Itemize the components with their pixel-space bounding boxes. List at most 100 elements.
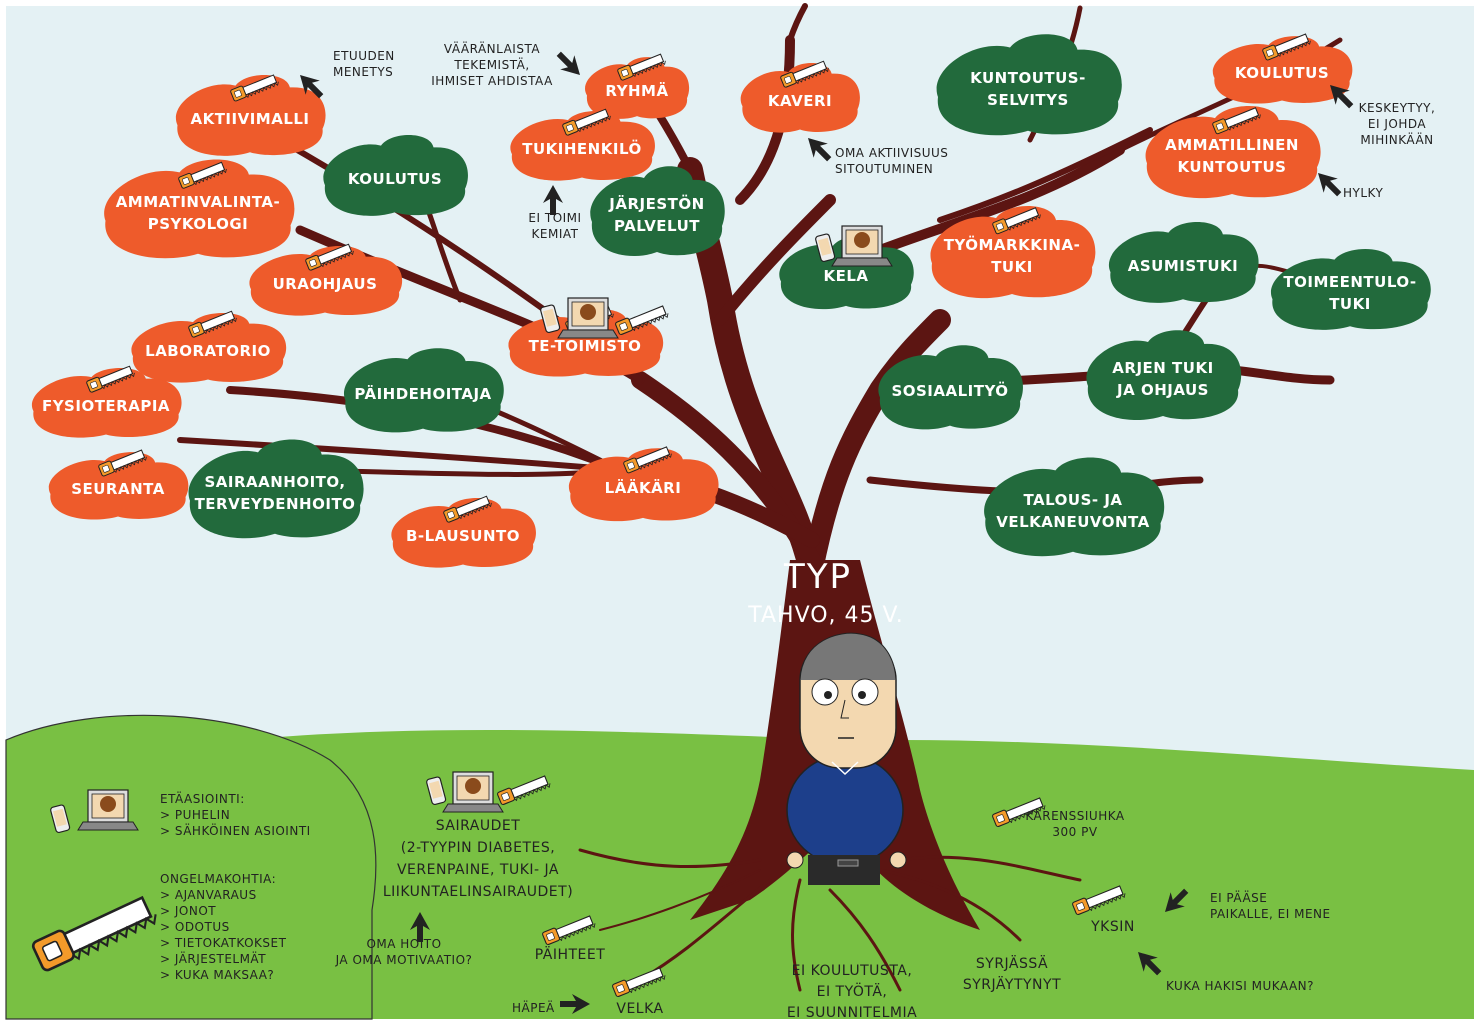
cloud-label: LABORATORIO: [145, 342, 271, 360]
cloud-aktiivimalli: AKTIIVIMALLI: [175, 71, 326, 156]
ongelmakohtia-text: > JONOT: [160, 904, 216, 918]
ongelmakohtia-text: ONGELMAKOHTIA:: [160, 872, 276, 886]
root-label-yksin: YKSIN: [1090, 919, 1135, 935]
cloud-label: TUKI: [1329, 295, 1371, 313]
note-text: KARENSSIUHKA: [1025, 809, 1125, 823]
ongelmakohtia-text: > AJANVARAUS: [160, 888, 257, 902]
cloud-label: TUKIHENKILÖ: [522, 139, 641, 158]
cloud-label: PÄIHDEHOITAJA: [354, 384, 491, 403]
cloud-label: KUNTOUTUS: [1178, 158, 1287, 176]
etaasiointi-text: ETÄASIOINTI:: [160, 791, 245, 806]
cloud-shape: [878, 345, 1023, 430]
cloud-label: TE-TOIMISTO: [529, 337, 642, 355]
etaasiointi-text: > PUHELIN: [160, 808, 230, 822]
note-text: HÄPEÄ: [512, 1000, 555, 1015]
note-text: MIHINKÄÄN: [1360, 132, 1433, 147]
phone-icon: [815, 233, 836, 263]
cloud-label: KELA: [823, 267, 868, 285]
ongelmakohtia-text: > JÄRJESTELMÄT: [160, 951, 266, 966]
root-text: YKSIN: [1090, 919, 1135, 935]
note-text: OMA AKTIIVISUUS: [835, 146, 948, 160]
cloud-label: SEURANTA: [71, 480, 165, 498]
diagram-subtitle: TAHVO, 45 V.: [747, 603, 903, 628]
cloud-kaveri: KAVERI: [740, 58, 860, 133]
cloud-fysioterapia: FYSIOTERAPIA: [31, 363, 182, 438]
root-label-paihteet: PÄIHTEET: [535, 945, 605, 963]
cloud-shape: [568, 448, 719, 522]
note-text: HYLKY: [1343, 186, 1383, 200]
note-kuka-hakisi: KUKA HAKISI MUKAAN?: [1138, 952, 1314, 993]
cloud-label: B-LAUSUNTO: [406, 527, 520, 545]
arrow-icon: [1330, 85, 1354, 109]
phone-icon: [50, 804, 71, 834]
cloud-label: RYHMÄ: [605, 81, 668, 100]
arrow-icon: [560, 994, 590, 1014]
note-text: OMA HOITO: [366, 937, 441, 951]
root-text: VELKA: [616, 1001, 663, 1017]
cloud-label: VELKANEUVONTA: [996, 513, 1149, 531]
cloud-label: SAIRAANHOITO,: [204, 473, 345, 491]
left-hand: [786, 851, 804, 869]
cloud-label: URAOHJAUS: [273, 275, 378, 293]
cloud-shape: [1212, 36, 1353, 104]
note-hylky: HYLKY: [1318, 173, 1383, 200]
cloud-tyomarkkinatuki: TYÖMARKKINA-TUKI: [930, 204, 1096, 299]
cloud-uraohjaus: URAOHJAUS: [249, 241, 403, 316]
cloud-ryhma: RYHMÄ: [585, 51, 690, 119]
cloud-sosiaalityo: SOSIAALITYÖ: [878, 345, 1023, 430]
phone-icon: [426, 776, 447, 806]
cloud-shape: [48, 452, 189, 520]
cloud-label: PALVELUT: [614, 217, 700, 235]
root-label-ei-koulutusta: EI KOULUTUSTA,EI TYÖTÄ,EI SUUNNITELMIA: [787, 963, 917, 1021]
arrow-icon: [1165, 888, 1189, 912]
root-text: LIIKUNTAELINSAIRAUDET): [383, 884, 573, 900]
cloud-seuranta: SEURANTA: [48, 446, 189, 520]
cloud-label: ARJEN TUKI: [1112, 359, 1213, 377]
note-hapea: HÄPEÄ: [512, 994, 590, 1015]
note-text: ETUUDEN: [333, 49, 395, 63]
cloud-shape: [175, 75, 326, 156]
cloud-label: SOSIAALITYÖ: [891, 381, 1008, 400]
annotation-notes: ETUUDENMENETYSVÄÄRÄNLAISTATEKEMISTÄ,IHMI…: [300, 41, 1435, 1015]
etaasiointi-text: > SÄHKÖINEN ASIOINTI: [160, 822, 311, 838]
cloud-shape: [249, 245, 403, 316]
cloud-asumistuki: ASUMISTUKI: [1108, 222, 1259, 303]
character-tahvo: [786, 632, 907, 885]
note-text: SITOUTUMINEN: [835, 162, 933, 176]
arrow-icon: [1318, 173, 1342, 197]
cloud-shape: [188, 439, 364, 539]
note-text: IHMISET AHDISTAA: [431, 74, 553, 88]
note-text: TEKEMISTÄ,: [453, 57, 529, 72]
cloud-label: JA OHJAUS: [1116, 381, 1209, 399]
cloud-label: LÄÄKÄRI: [605, 478, 682, 497]
cloud-label: PSYKOLOGI: [148, 215, 249, 233]
note-karenssi: KARENSSIUHKA 300 PV: [1025, 809, 1125, 839]
cloud-nodes: AKTIIVIMALLI RYHMÄ KAVERI TUKIHENKILÖ KOULUT…: [31, 30, 1431, 568]
ongelmakohtia-text: > KUKA MAKSAA?: [160, 968, 274, 982]
root-text: VERENPAINE, TUKI- JA: [397, 862, 559, 878]
arrow-icon: [1138, 952, 1162, 976]
laptop-icon: [557, 297, 619, 339]
cloud-paihdehoitaja: PÄIHDEHOITAJA: [343, 348, 504, 433]
cloud-shape: [343, 348, 504, 433]
cloud-label: JÄRJESTÖN: [608, 194, 704, 213]
cloud-label: KOULUTUS: [348, 170, 442, 188]
right-hand: [889, 851, 907, 869]
cloud-koulutus-green: KOULUTUS: [323, 135, 468, 216]
cloud-label: AKTIIVIMALLI: [190, 110, 309, 128]
laptop-icon: [442, 771, 504, 813]
cloud-shape: [323, 135, 468, 216]
cloud-shape: [104, 159, 295, 259]
cloud-shape: [1086, 330, 1242, 421]
cloud-label: TUKI: [991, 258, 1033, 276]
arrow-icon: [543, 185, 563, 215]
cloud-label: SELVITYS: [987, 91, 1069, 109]
cloud-shape: [131, 312, 287, 383]
root-label-velka: VELKA: [616, 1001, 663, 1017]
note-text: 300 PV: [1052, 825, 1097, 839]
